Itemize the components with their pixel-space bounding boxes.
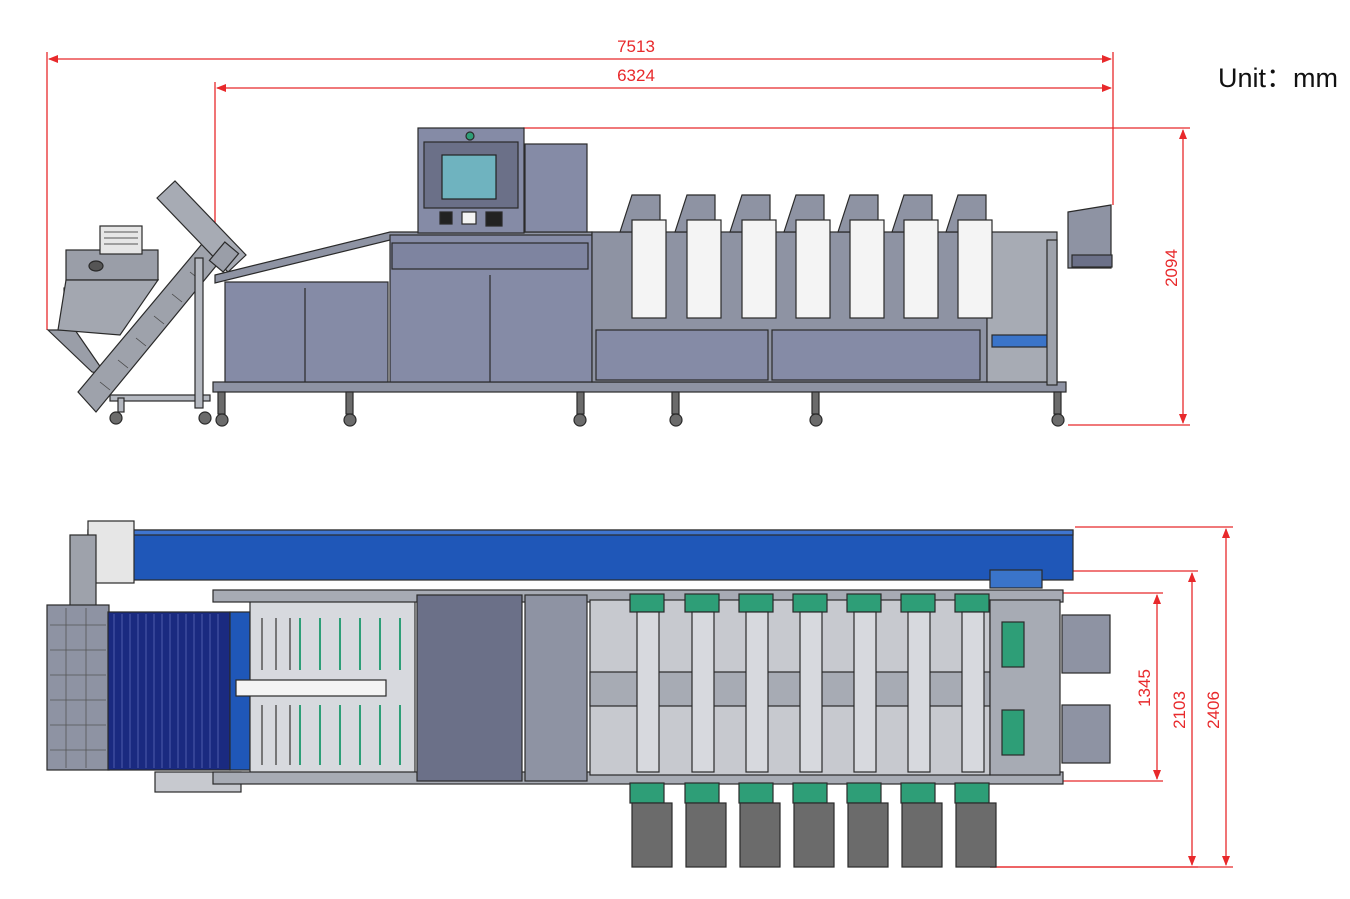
weighing-lanes [629, 593, 997, 868]
dim-width-inner: 1345 [1135, 669, 1154, 707]
main-conveyor [69, 520, 1074, 616]
weigh-head [837, 194, 885, 319]
weigh-head [674, 194, 722, 319]
weigh-head [729, 194, 777, 319]
lane [900, 593, 943, 868]
control-cabinet [417, 127, 588, 234]
dim-width-overall: 2406 [1204, 691, 1223, 729]
main-frame [212, 231, 1067, 393]
lane [954, 593, 997, 868]
lane [738, 593, 781, 868]
infeed-top [46, 604, 251, 793]
infeed-hopper [46, 225, 160, 376]
weigh-head [619, 194, 667, 319]
dim-frame-length: 6324 [617, 66, 655, 85]
feeder-area [235, 599, 416, 776]
lane [684, 593, 727, 868]
legs [109, 391, 1065, 427]
unit-label: Unit：mm [1218, 63, 1338, 93]
weigh-head [783, 194, 831, 319]
lane [792, 593, 835, 868]
discharge-chute [1067, 204, 1113, 269]
top-view [46, 520, 1111, 868]
weighing-heads [619, 194, 993, 319]
inclined-elevator [77, 180, 247, 413]
elevator-support [109, 257, 211, 413]
dimension-lines [46, 52, 1233, 868]
dim-width-mid: 2103 [1170, 691, 1189, 729]
lane [629, 593, 673, 868]
side-view [46, 127, 1113, 427]
dim-overall-length: 7513 [617, 37, 655, 56]
lane [846, 593, 889, 868]
weigh-head [891, 194, 939, 319]
dim-height: 2094 [1162, 249, 1181, 287]
weigh-head [945, 194, 993, 319]
dimension-labels: 7513 6324 2094 1345 2103 2406 [617, 37, 1223, 729]
